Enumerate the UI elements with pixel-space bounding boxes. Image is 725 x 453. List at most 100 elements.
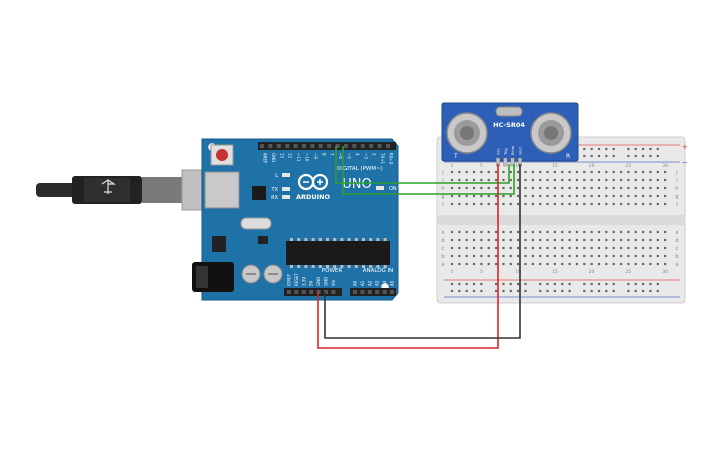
rail-hole[interactable] [627, 289, 630, 293]
rail-hole[interactable] [590, 289, 593, 293]
breadboard-hole[interactable] [642, 178, 645, 182]
breadboard-hole[interactable] [568, 170, 571, 174]
breadboard-hole[interactable] [487, 238, 490, 242]
breadboard-hole[interactable] [605, 170, 608, 174]
breadboard-hole[interactable] [619, 238, 623, 242]
breadboard-hole[interactable] [590, 238, 593, 242]
breadboard-hole[interactable] [502, 262, 505, 266]
breadboard-hole[interactable] [553, 194, 556, 198]
breadboard-hole[interactable] [627, 254, 630, 258]
breadboard-hole[interactable] [480, 262, 483, 266]
wire-trig-green[interactable] [335, 146, 510, 184]
breadboard-hole[interactable] [656, 230, 659, 234]
breadboard-hole[interactable] [458, 194, 461, 198]
breadboard-hole[interactable] [597, 262, 601, 266]
breadboard-hole[interactable] [583, 238, 586, 242]
breadboard-hole[interactable] [642, 186, 645, 190]
power-header-hole[interactable] [287, 290, 291, 294]
breadboard-hole[interactable] [656, 194, 659, 198]
breadboard-hole[interactable] [619, 246, 623, 250]
breadboard-hole[interactable] [553, 246, 556, 250]
breadboard-hole[interactable] [561, 178, 564, 182]
breadboard-hole[interactable] [465, 170, 468, 174]
rail-hole[interactable] [605, 289, 608, 293]
rail-hole[interactable] [495, 282, 498, 286]
breadboard-hole[interactable] [450, 202, 454, 206]
breadboard-hole[interactable] [487, 254, 490, 258]
breadboard-hole[interactable] [583, 246, 586, 250]
breadboard-hole[interactable] [546, 202, 549, 206]
breadboard-hole[interactable] [583, 254, 586, 258]
breadboard-hole[interactable] [627, 202, 630, 206]
breadboard-hole[interactable] [539, 254, 542, 258]
breadboard-hole[interactable] [590, 186, 593, 190]
rail-hole[interactable] [642, 154, 645, 158]
breadboard-hole[interactable] [553, 262, 556, 266]
breadboard-hole[interactable] [575, 170, 579, 174]
wire-gnd-black[interactable] [324, 164, 521, 339]
rail-hole[interactable] [472, 282, 476, 286]
breadboard-hole[interactable] [649, 194, 652, 198]
digital-header-hole[interactable] [360, 144, 365, 148]
breadboard-hole[interactable] [465, 238, 468, 242]
breadboard-hole[interactable] [458, 262, 461, 266]
breadboard-hole[interactable] [575, 178, 579, 182]
breadboard-hole[interactable] [561, 170, 564, 174]
breadboard-hole[interactable] [553, 230, 556, 234]
breadboard-hole[interactable] [465, 202, 468, 206]
breadboard-hole[interactable] [634, 170, 637, 174]
rail-hole[interactable] [627, 282, 630, 286]
rail-hole[interactable] [656, 289, 659, 293]
breadboard-hole[interactable] [605, 230, 608, 234]
rail-hole[interactable] [656, 282, 659, 286]
breadboard-hole[interactable] [458, 230, 461, 234]
rail-hole[interactable] [656, 154, 659, 158]
breadboard-hole[interactable] [561, 186, 564, 190]
rail-hole[interactable] [597, 289, 601, 293]
breadboard-hole[interactable] [495, 230, 498, 234]
rail-hole[interactable] [546, 282, 549, 286]
rail-hole[interactable] [649, 154, 652, 158]
breadboard-hole[interactable] [524, 262, 527, 266]
rail-hole[interactable] [649, 289, 652, 293]
analog-header-hole[interactable] [367, 290, 372, 294]
breadboard-hole[interactable] [495, 186, 498, 190]
breadboard-hole[interactable] [656, 202, 659, 206]
rail-hole[interactable] [605, 147, 608, 151]
breadboard-hole[interactable] [472, 246, 476, 250]
rail-hole[interactable] [568, 282, 571, 286]
breadboard-hole[interactable] [583, 194, 586, 198]
rail-hole[interactable] [450, 289, 454, 293]
breadboard-hole[interactable] [531, 186, 534, 190]
digital-header-hole[interactable] [386, 144, 390, 148]
breadboard-hole[interactable] [627, 262, 630, 266]
analog-header-hole[interactable] [353, 290, 357, 294]
breadboard-hole[interactable] [590, 170, 593, 174]
breadboard-hole[interactable] [495, 238, 498, 242]
breadboard-hole[interactable] [472, 262, 476, 266]
breadboard-hole[interactable] [612, 262, 615, 266]
rail-hole[interactable] [509, 282, 512, 286]
breadboard-hole[interactable] [568, 246, 571, 250]
breadboard-hole[interactable] [619, 194, 623, 198]
rail-hole[interactable] [597, 282, 601, 286]
breadboard-hole[interactable] [619, 186, 623, 190]
breadboard-hole[interactable] [656, 254, 659, 258]
power-header-hole[interactable] [331, 290, 336, 294]
rail-hole[interactable] [605, 282, 608, 286]
breadboard-hole[interactable] [553, 202, 556, 206]
breadboard-hole[interactable] [502, 238, 505, 242]
breadboard-hole[interactable] [553, 170, 556, 174]
rail-hole[interactable] [517, 282, 520, 286]
breadboard-hole[interactable] [664, 186, 667, 190]
breadboard-hole[interactable] [450, 170, 454, 174]
breadboard-hole[interactable] [480, 186, 483, 190]
breadboard-hole[interactable] [656, 186, 659, 190]
rail-hole[interactable] [517, 289, 520, 293]
power-header-hole[interactable] [324, 290, 328, 294]
breadboard-hole[interactable] [539, 202, 542, 206]
breadboard-hole[interactable] [553, 186, 556, 190]
breadboard-hole[interactable] [502, 186, 505, 190]
